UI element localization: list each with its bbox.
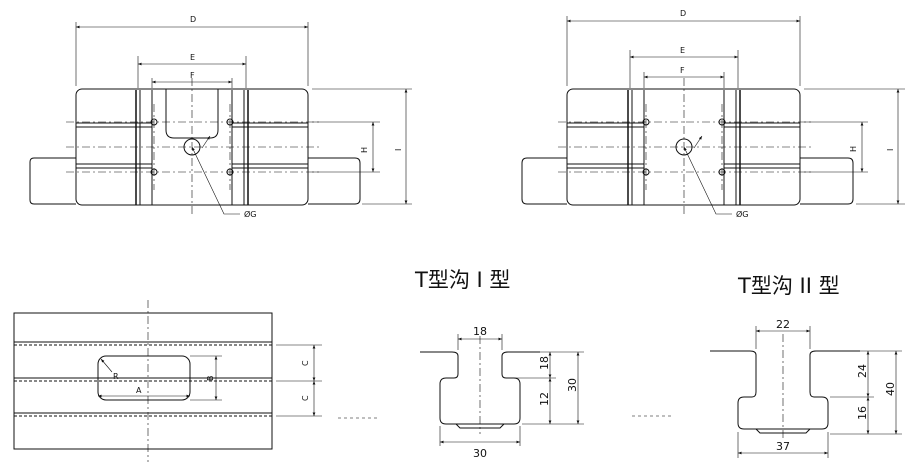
center-cutout [97,355,191,401]
top-left-labels: D E F H I ØG [190,15,403,219]
dim-c1-label: C [301,360,310,366]
dim-i-label: I [886,149,895,151]
top-right-view [521,16,905,215]
dim-e-label: E [680,46,685,55]
dim-a-label: A [136,386,142,395]
t-slot-type-1 [420,334,584,446]
top-right-labels: D E F H I ØG [680,9,895,219]
dim-bottom-width: 30 [473,447,487,460]
t-slot-type-1-labels: 18 18 12 30 30 [473,325,579,460]
dim-h-label: H [360,147,369,153]
dim-h-label: H [849,146,858,152]
dim-b-label: B [206,376,215,382]
dim-total-height: 40 [884,382,897,396]
slot-profile [710,350,860,430]
slot-type-2-title: T型沟 II 型 [738,274,840,298]
right-flange [308,157,361,205]
dim-d-label: D [680,9,686,18]
dim-e-label: E [190,53,195,62]
dim-upper-height: 24 [856,364,869,378]
dim-lower-height: 16 [856,406,869,420]
bottom-left-labels: R A B C C [113,360,310,401]
bottom-left-view [13,300,322,462]
dim-top-width: 18 [473,325,487,338]
dim-upper-height: 18 [538,356,551,370]
dim-g-label: ØG [244,209,257,219]
slot-type-1-title: T型沟 I 型 [415,268,511,292]
top-left-view [29,22,412,215]
dim-f-label: F [680,66,685,75]
t-slot-type-2-labels: 22 24 16 40 37 [776,318,897,453]
dim-c2-label: C [301,395,310,401]
left-flange [29,157,76,205]
dim-bottom-width: 37 [776,440,790,453]
t-slot-type-2 [710,326,902,458]
table-outline [13,312,273,450]
dim-top-width: 22 [776,318,790,331]
dim-f-label: F [190,71,195,80]
dim-lower-height: 12 [538,392,551,406]
left-flange [521,157,567,205]
dim-d-label: D [190,15,196,24]
dim-r-label: R [113,372,119,381]
right-flange [800,157,854,205]
dim-i-label: I [394,149,403,151]
dim-g-label: ØG [736,209,749,219]
dim-total-height: 30 [566,378,579,392]
